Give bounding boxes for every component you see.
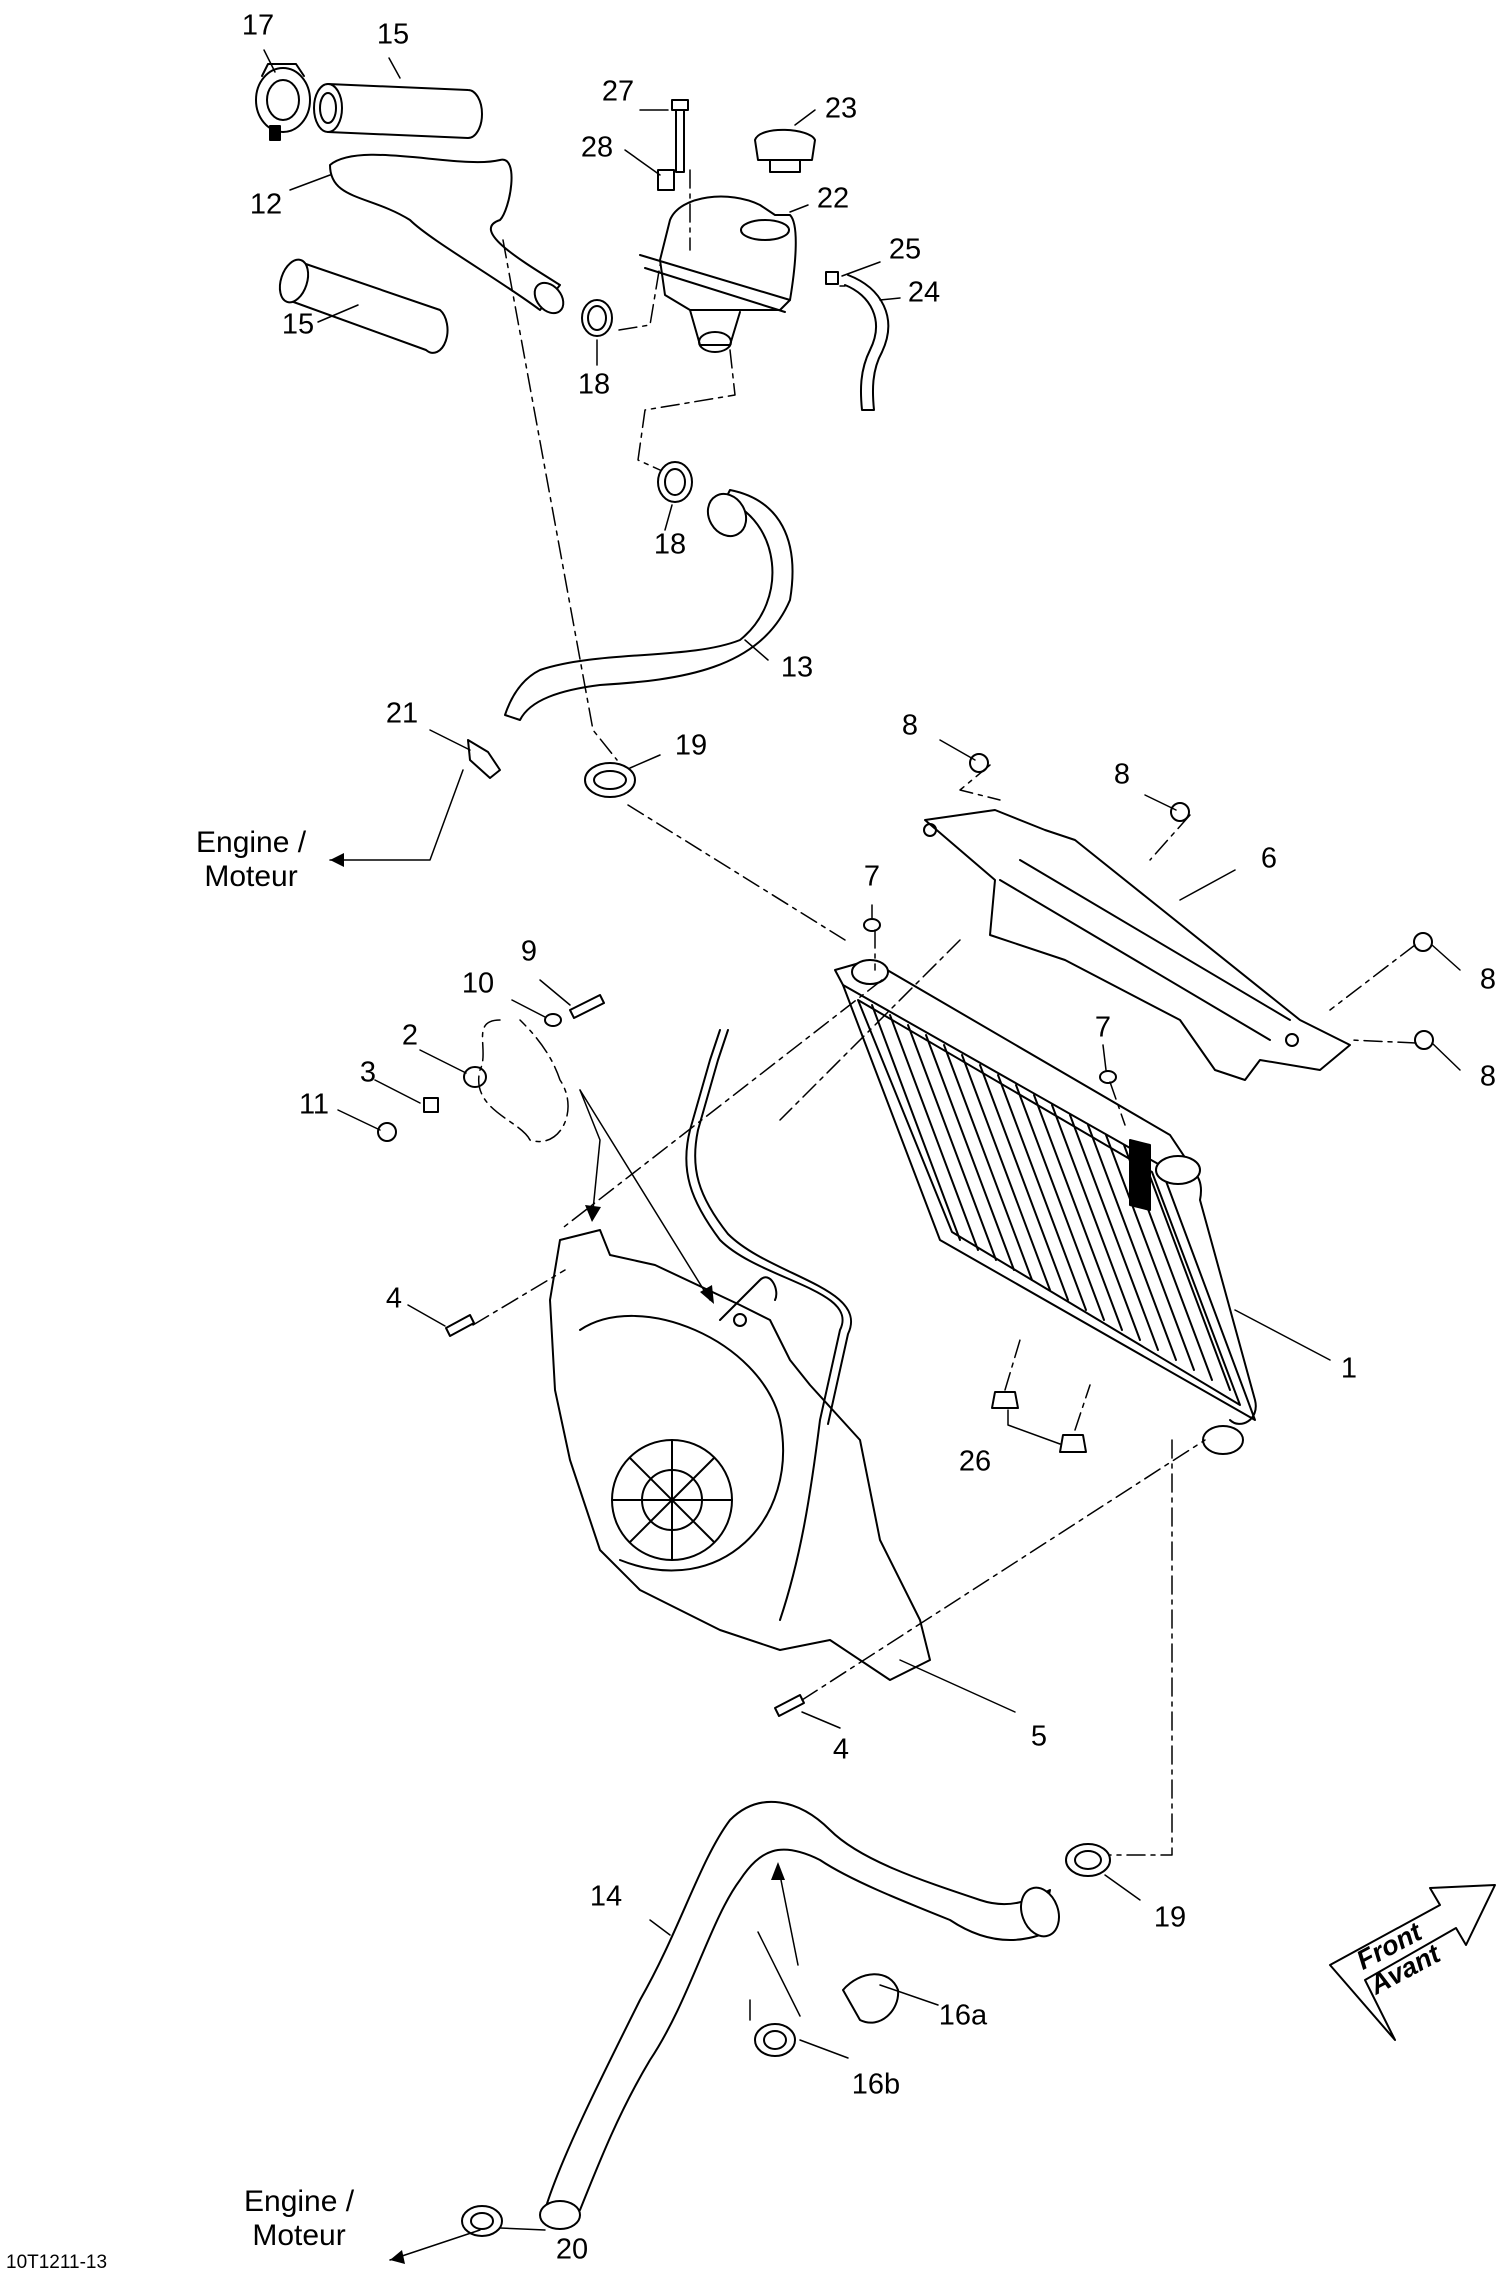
callout-22: 22 <box>816 182 850 215</box>
alignment-lines <box>472 169 1417 1856</box>
figure-code: 10T1211-13 <box>6 2252 108 2273</box>
callout-26: 26 <box>958 1445 992 1478</box>
fan-shroud-5 <box>549 1229 931 1681</box>
grommets-26 <box>991 1391 1087 1453</box>
callout-16a: 16a <box>938 1999 988 2032</box>
bolt-4-left <box>445 1314 475 1337</box>
engine-callout-top-line2: Moteur <box>204 860 298 893</box>
callout-4-lower: 4 <box>832 1733 850 1766</box>
hose-12 <box>329 153 565 315</box>
callout-21: 21 <box>385 697 419 730</box>
hose-14 <box>539 1800 1060 2230</box>
clamp-19-top <box>584 762 636 798</box>
clamp-17 <box>255 63 311 141</box>
callout-14: 14 <box>589 1880 623 1913</box>
hose-24 <box>844 274 890 411</box>
engine-callout-top: Engine / Moteur <box>196 826 306 894</box>
engine-callout-top-line1: Engine / <box>196 826 307 859</box>
hose-15-lower <box>278 258 449 354</box>
clamp-19-lower <box>1065 1843 1111 1877</box>
clamp-16a <box>842 1973 900 2024</box>
spacer-3 <box>423 1097 439 1113</box>
callout-17: 17 <box>241 9 275 42</box>
bolt-4-lower <box>774 1694 805 1717</box>
callout-11: 11 <box>298 1088 330 1121</box>
callout-19-top: 19 <box>674 729 708 762</box>
engine-callout-bottom-line1: Engine / <box>244 2185 355 2218</box>
callout-19-lower: 19 <box>1153 1901 1187 1934</box>
callout-27: 27 <box>601 75 635 108</box>
bolt-27 <box>671 99 689 173</box>
sensor-21 <box>467 739 501 779</box>
callout-5: 5 <box>1030 1720 1048 1753</box>
engine-callout-bottom-line2: Moteur <box>252 2219 346 2252</box>
callout-15-lower: 15 <box>281 308 315 341</box>
callout-18-top: 18 <box>577 368 611 401</box>
leader-lines <box>263 49 1461 2261</box>
bolts-8 <box>969 753 1434 1050</box>
callout-24: 24 <box>907 276 941 309</box>
bushing-2 <box>463 1066 487 1088</box>
hose-15-top <box>313 83 483 139</box>
callout-15-top: 15 <box>376 18 410 51</box>
wire-harness <box>685 1029 852 1621</box>
hose-13 <box>504 489 794 721</box>
callout-3: 3 <box>359 1056 377 1089</box>
radiator-1 <box>834 959 1257 1455</box>
front-arrow-icon <box>1329 1884 1496 2041</box>
callout-8-d: 8 <box>1479 1060 1497 1093</box>
clamp-16b <box>754 2023 796 2057</box>
reservoir-22 <box>639 195 797 353</box>
arrow-heads <box>330 853 785 2264</box>
clamp-25 <box>825 271 839 285</box>
callout-10: 10 <box>461 967 495 1000</box>
callout-28: 28 <box>580 131 614 164</box>
callout-9: 9 <box>520 935 538 968</box>
cap-23 <box>754 128 816 173</box>
callout-25: 25 <box>888 233 922 266</box>
callout-18-mid: 18 <box>653 528 687 561</box>
callout-1: 1 <box>1340 1352 1358 1385</box>
clamp-18-mid <box>657 461 693 503</box>
clip-28 <box>657 169 675 191</box>
engine-callout-bottom: Engine / Moteur <box>244 2185 354 2253</box>
bolt-9 <box>569 994 605 1019</box>
callout-20: 20 <box>555 2233 589 2266</box>
callout-8-a: 8 <box>901 709 919 742</box>
callout-4-left: 4 <box>385 1282 403 1315</box>
bracket-6 <box>923 809 1351 1081</box>
clamp-18-top <box>581 299 613 337</box>
clamp-20 <box>461 2205 503 2237</box>
nut-11 <box>377 1122 397 1142</box>
callout-7-b: 7 <box>1094 1011 1112 1044</box>
callout-23: 23 <box>824 92 858 125</box>
callout-13: 13 <box>780 651 814 684</box>
washer-10 <box>544 1013 562 1027</box>
callout-7-a: 7 <box>863 860 881 893</box>
callout-6: 6 <box>1260 842 1278 875</box>
callout-12: 12 <box>249 188 283 221</box>
callout-8-b: 8 <box>1113 758 1131 791</box>
callout-2: 2 <box>401 1019 419 1052</box>
grommets-7 <box>863 918 1117 1084</box>
callout-8-c: 8 <box>1479 963 1497 996</box>
callout-16b: 16b <box>851 2068 901 2101</box>
